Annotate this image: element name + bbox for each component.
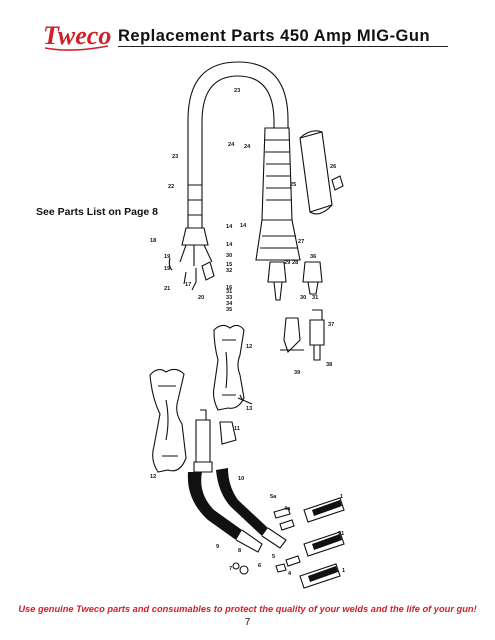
- callout-label: 29: [284, 260, 290, 266]
- callout-label: 6: [258, 563, 261, 569]
- footer-disclaimer: Use genuine Tweco parts and consumables …: [18, 604, 477, 614]
- callout-label: 37: [328, 322, 334, 328]
- callout-label: 5: [272, 554, 275, 560]
- callout-label: 24: [228, 142, 235, 148]
- callout-label: 27: [298, 239, 304, 245]
- callout-label: 14: [240, 223, 247, 229]
- callout-label: 32: [226, 268, 232, 274]
- callout-label: 30: [226, 253, 232, 259]
- nozzle-2: [303, 531, 345, 557]
- callout-label: 14: [226, 224, 233, 230]
- callout-label: 10: [238, 476, 244, 482]
- callout-label: 23: [234, 88, 240, 94]
- callout-label: 17: [185, 282, 191, 288]
- callout-label: 21: [164, 286, 170, 292]
- callout-label: 24: [244, 144, 251, 150]
- neck-cable-right: [216, 468, 268, 536]
- callout-label: 26: [330, 164, 336, 170]
- callout-label: 4: [288, 571, 292, 577]
- title-rule: [118, 46, 448, 47]
- parts-list-reference: See Parts List on Page 8: [36, 206, 158, 218]
- callout-label: 14: [226, 242, 233, 248]
- callout-label: 13: [246, 406, 252, 412]
- cable-fitting-left: [181, 227, 209, 246]
- nozzle-3: [303, 497, 345, 523]
- tweco-logo: Tweco: [43, 21, 111, 51]
- callout-label: 7: [229, 566, 232, 572]
- callout-label: 11: [234, 426, 240, 432]
- callout-label: 20: [198, 295, 204, 301]
- callout-label: 28: [292, 260, 298, 266]
- handle-half-right: [212, 324, 245, 411]
- callout-label: 1: [342, 568, 345, 574]
- callout-label: 16: [226, 285, 232, 291]
- callout-label: 33: [226, 295, 232, 301]
- trigger-housing: [261, 127, 293, 221]
- callout-label: 4a: [284, 506, 291, 512]
- page-number: 7: [244, 617, 251, 628]
- callout-label: 21: [338, 531, 344, 537]
- callout-label: 1: [340, 494, 343, 500]
- callout-label: 38: [326, 362, 332, 368]
- callout-label: 8: [238, 548, 241, 554]
- callout-label: 30: [300, 295, 306, 301]
- cable-loop-inner: [201, 75, 275, 228]
- callout-label: 36: [310, 254, 316, 260]
- callout-label: 31: [226, 289, 232, 295]
- svg-text:Tweco: Tweco: [43, 21, 111, 50]
- handle-half-left: [149, 368, 187, 473]
- callout-label: 25: [290, 182, 296, 188]
- callout-label: 12: [150, 474, 156, 480]
- callout-label: 9: [216, 544, 219, 550]
- part-37: [309, 309, 325, 361]
- nozzle-1: [299, 563, 341, 589]
- callout-label: 22: [168, 184, 174, 190]
- conduit-tube: [299, 131, 333, 213]
- callout-label: 5a: [270, 494, 277, 500]
- callout-label: 34: [226, 301, 233, 307]
- callout-label: 18: [150, 238, 156, 244]
- cable-loop-outer: [187, 61, 289, 228]
- callout-label: 19: [164, 266, 170, 272]
- callout-label: 19: [164, 254, 170, 260]
- page-title: Replacement Parts 450 Amp MIG-Gun: [118, 27, 431, 45]
- neck-tube-fitting: [193, 419, 213, 473]
- callout-label: 15: [226, 262, 232, 268]
- callout-label: 12: [246, 344, 252, 350]
- callout-label: 35: [226, 307, 232, 313]
- callout-label: 31: [312, 295, 318, 301]
- callout-label: 23: [172, 154, 178, 160]
- neck-cable-left: [187, 472, 242, 540]
- callout-label: 39: [294, 370, 300, 376]
